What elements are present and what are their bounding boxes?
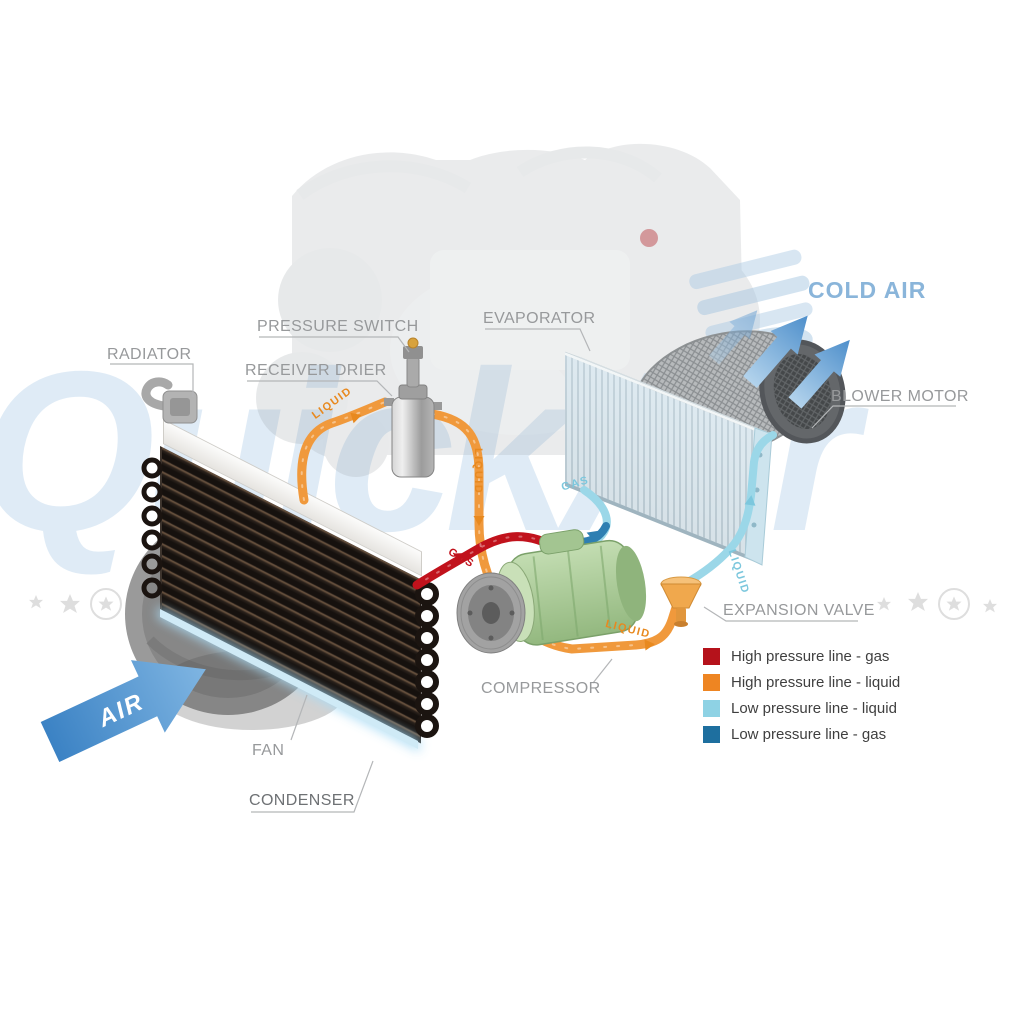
pressure-switch — [403, 337, 423, 388]
engine-cap — [640, 229, 658, 247]
radiator-fitting — [141, 377, 198, 424]
legend-label: High pressure line - liquid — [731, 674, 901, 691]
legend-item: Low pressure line - liquid — [703, 700, 900, 717]
cold-air-label: COLD AIR — [808, 277, 927, 303]
expansion-valve — [660, 576, 702, 627]
receiver-drier — [384, 337, 442, 478]
cold-air-arrows — [708, 310, 850, 409]
leader-lines — [110, 328, 956, 813]
compressor — [456, 529, 647, 654]
legend-swatch-high-pressure-gas — [703, 648, 720, 665]
cold-air-arrow-icon — [788, 339, 850, 409]
legend: High pressure line - gas High pressure l… — [703, 648, 900, 752]
cold-air-arrow-icon — [743, 315, 808, 388]
condenser-coils — [141, 457, 439, 738]
legend-label: Low pressure line - liquid — [731, 700, 897, 717]
legend-item: Low pressure line - gas — [703, 726, 900, 743]
star-circle-icon — [90, 588, 122, 620]
expansion-valve-label: EXPANSION VALVE — [723, 602, 875, 619]
legend-item: High pressure line - gas — [703, 648, 900, 665]
legend-swatch-high-pressure-liquid — [703, 674, 720, 691]
evaporator-label: EVAPORATOR — [483, 310, 596, 327]
compressor-label: COMPRESSOR — [481, 680, 601, 697]
air-flow-arrow-icon: AIR — [40, 660, 206, 762]
pipe-label-liquid: LIQUID — [472, 448, 484, 495]
blower-motor-label: BLOWER MOTOR — [831, 388, 969, 405]
high-pressure-gas-pipe — [412, 532, 563, 590]
legend-label: Low pressure line - gas — [731, 726, 887, 743]
receiver-drier-label: RECEIVER DRIER — [245, 362, 387, 379]
legend-swatch-low-pressure-liquid — [703, 700, 720, 717]
compressor-pulley — [456, 572, 526, 654]
legend-item: High pressure line - liquid — [703, 674, 900, 691]
fan-label: FAN — [252, 742, 285, 759]
cold-air-arrow-icon — [708, 310, 758, 365]
radiator-label: RADIATOR — [107, 346, 192, 363]
legend-swatch-low-pressure-gas — [703, 726, 720, 743]
condenser-label: CONDENSER — [249, 792, 355, 809]
pressure-switch-label: PRESSURE SWITCH — [257, 318, 419, 335]
star-circle-icon — [938, 588, 970, 620]
legend-label: High pressure line - gas — [731, 648, 890, 665]
watermark-stars — [29, 588, 997, 620]
